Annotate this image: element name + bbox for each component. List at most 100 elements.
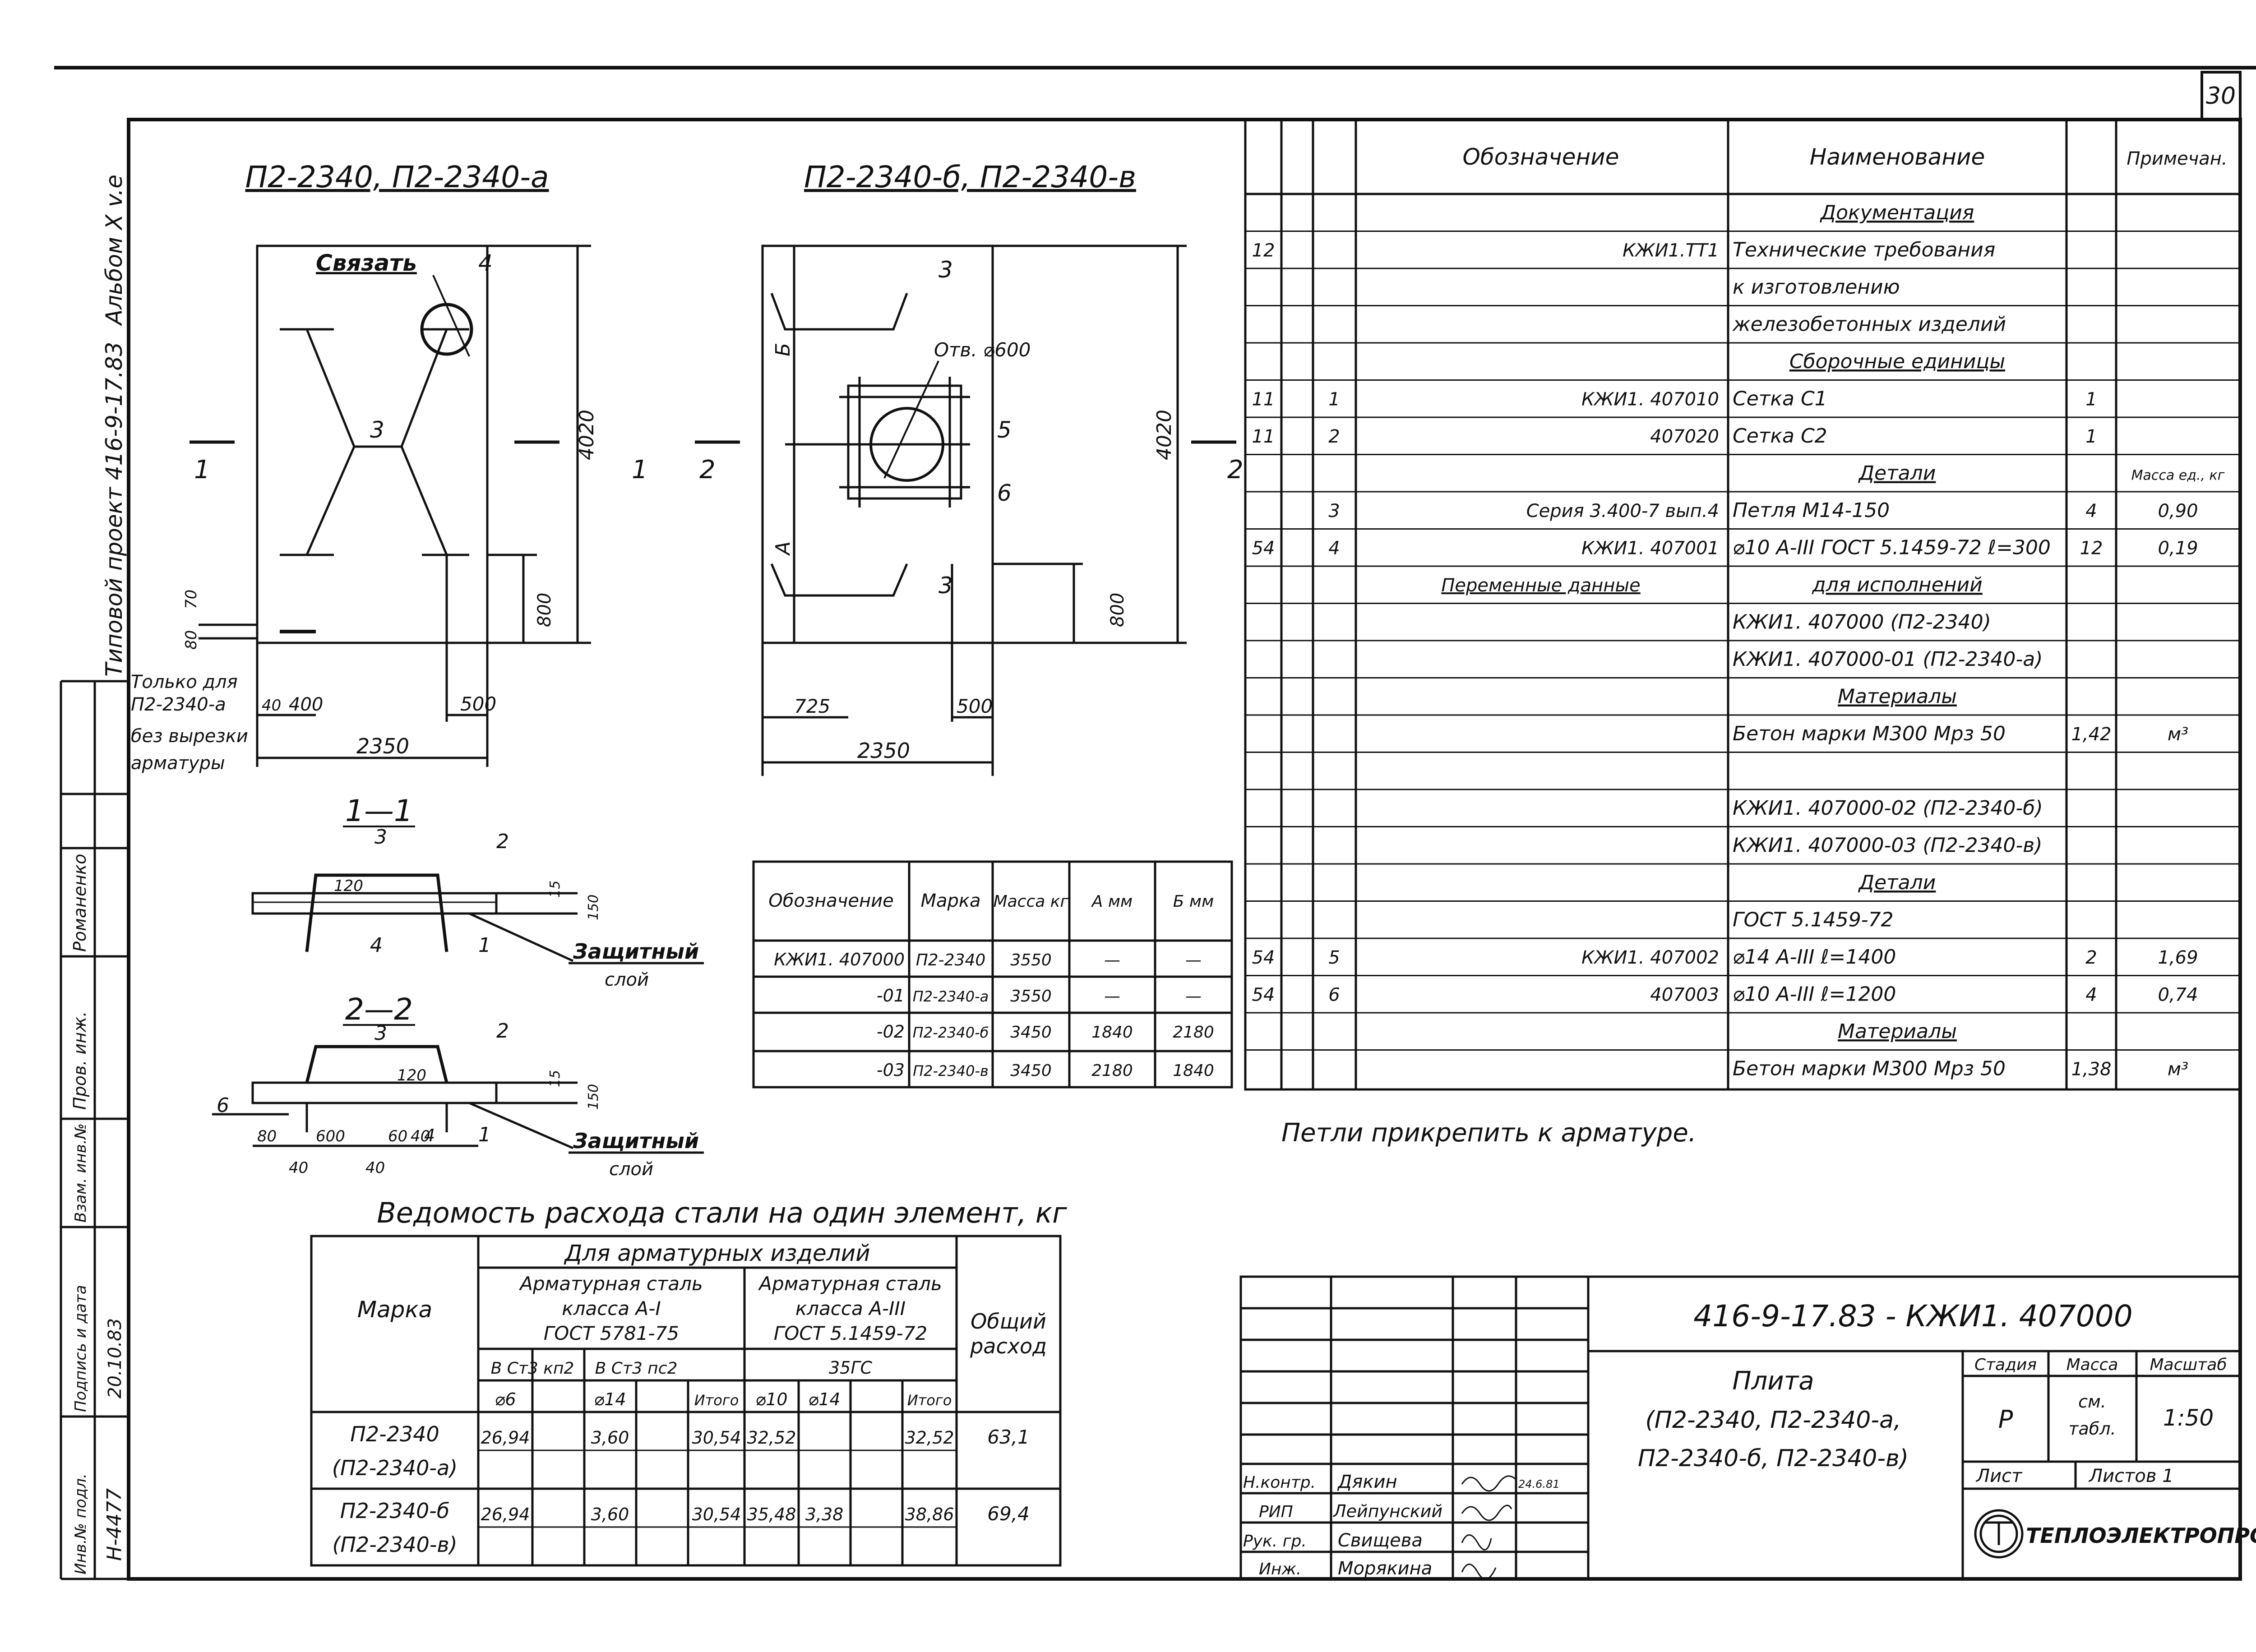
section-2-mark-3: 3 [374, 1022, 387, 1045]
spec-cell: 54 [1252, 985, 1275, 1006]
spec-cell: 6 [1328, 985, 1340, 1006]
plan-right-mark-3-bottom: 3 [938, 572, 953, 599]
spec-cell: Переменные данные [1441, 575, 1640, 596]
steel-total-2: расход [970, 1334, 1047, 1358]
sidebar-sign-date: Подпись и дата [72, 1285, 90, 1412]
spec-cell: Материалы [1838, 1020, 1957, 1043]
steel-sub1b: В Ст3 пс2 [595, 1359, 678, 1378]
plan-right-dim-B: Б [772, 343, 795, 356]
spec-cell: КЖИ1. 407000-01 (П2-2340-а) [1733, 648, 2043, 671]
staff-rows: Н.контр. Дякин 24.6.81 РИП Лейпунский Ру… [1243, 1472, 1560, 1579]
title-org: ТЕПЛОЭЛЕКТРОПРОЕКТ [2026, 1523, 2256, 1548]
section-2-dim-80: 80 [257, 1127, 277, 1145]
table-cell: 35,48 [747, 1504, 796, 1524]
section-2-dim-150: 150 [586, 1084, 601, 1110]
staff-role: Рук. гр. [1243, 1532, 1307, 1550]
plan-view-right: П2-2340-б, П2-2340-в [695, 160, 1244, 776]
spec-cell: Технические требования [1733, 239, 1995, 262]
spec-cell: м³ [2168, 1059, 2188, 1080]
steel-total-1: Общий [971, 1309, 1046, 1334]
plan-left-dim-40: 40 [262, 697, 281, 715]
table-cell: 63,1 [987, 1426, 1030, 1448]
sidebar-inv-replace: Взам. инв.№ [72, 1123, 90, 1223]
spec-cell: КЖИ1. 407000-02 (П2-2340-б) [1733, 797, 2043, 820]
spec-cell: 11 [1252, 389, 1275, 410]
spec-cell: 54 [1252, 538, 1275, 559]
table-cell: ⌀14 [808, 1389, 840, 1409]
sidebar-project: Типовой проект 416-9-17.83 [101, 342, 127, 677]
section-2-title: 2—2 [345, 992, 413, 1027]
plan-left-mark-4: 4 [478, 250, 493, 276]
table-cell: 3450 [1010, 1061, 1052, 1080]
spec-cell: м³ [2168, 724, 2188, 745]
spec-cell: Бетон марки М300 Мрз 50 [1733, 1057, 2006, 1080]
title-scale: 1:50 [2163, 1405, 2214, 1431]
plan-left-dim-800: 800 [534, 593, 555, 627]
sidebar-inv-orig-value: Н-4477 [103, 1488, 126, 1561]
title-name-2: (П2-2340, П2-2340-а, [1645, 1407, 1901, 1434]
plan-left-note-1: Только для [131, 672, 238, 692]
title-code: 416-9-17.83 - КЖИ1. 407000 [1693, 1299, 2133, 1334]
table-cell: Итого [907, 1392, 952, 1409]
section-1-title: 1—1 [345, 794, 413, 828]
table-cell: П2-2340 [350, 1422, 439, 1446]
table-cell: — [1185, 951, 1202, 969]
spec-cell: 407020 [1650, 426, 1719, 447]
steel-class3-3: ГОСТ 5.1459-72 [774, 1322, 927, 1344]
spec-cell: 2 [2085, 947, 2097, 968]
spec-cell: 11 [1252, 426, 1275, 447]
spec-cell: 12 [2080, 538, 2103, 559]
spec-grid [1245, 231, 2240, 1051]
staff-role: РИП [1259, 1503, 1293, 1521]
table-cell: 30,54 [692, 1504, 741, 1524]
section-2-label-2: слой [609, 1159, 653, 1180]
spec-cell: 0,19 [2158, 538, 2198, 559]
staff-name: Лейпунский [1332, 1501, 1442, 1521]
steel-table: Ведомость расхода стали на один элемент,… [310, 1196, 1067, 1567]
org-logo-icon [1974, 1509, 2024, 1559]
section-2-mark-1: 1 [478, 1123, 491, 1146]
plan-left-dim-500: 500 [460, 693, 496, 715]
section-1-label-2: слой [605, 969, 649, 990]
variants-h-mark: Марка [920, 891, 980, 911]
steel-sub3: 35ГС [829, 1358, 873, 1378]
steel-class1-1: Арматурная сталь [518, 1273, 703, 1295]
staff-role: Инж. [1259, 1560, 1301, 1578]
spec-cell: КЖИ1. 407000-03 (П2-2340-в) [1733, 834, 2042, 857]
variants-rows: КЖИ1. 407000 П2-2340 3550 — — -01 П2-234… [774, 950, 1214, 1080]
table-cell: — [1104, 987, 1120, 1006]
title-stage-label: Стадия [1974, 1356, 2037, 1374]
plan-left-dim-80: 80 [182, 630, 200, 650]
steel-col-mark: Марка [357, 1297, 432, 1323]
section-1-mark-2: 2 [496, 830, 509, 853]
table-cell: — [1104, 951, 1120, 969]
variants-h-A: А мм [1091, 892, 1133, 911]
steel-row-1: П2-2340 (П2-2340-а) 26,94 3,60 30,54 32,… [332, 1422, 1030, 1480]
section-2-mark-2: 2 [496, 1020, 509, 1043]
table-cell: КЖИ1. 407000 [774, 950, 905, 969]
staff-date: 24.6.81 [1518, 1478, 1560, 1490]
plan-right-mark-3-top: 3 [938, 257, 953, 283]
plan-left-note-2: П2-2340-а [131, 694, 226, 715]
staff-name: Свищева [1338, 1530, 1423, 1551]
table-cell: 3550 [1010, 987, 1052, 1006]
table-cell: 26,94 [481, 1504, 530, 1524]
spec-cell: Детали [1858, 871, 1936, 894]
spec-cell: 1 [1328, 389, 1340, 410]
section-1-dim-120: 120 [334, 877, 363, 895]
plan-left-mark-3: 3 [370, 417, 384, 443]
title-mass-2: табл. [2068, 1419, 2116, 1439]
sidebar-inv-orig: Инв.№ подл. [72, 1473, 90, 1574]
title-mass-label: Масса [2066, 1356, 2118, 1374]
spec-cell: 1 [2085, 426, 2097, 447]
sidebar-role-2: Романенко [70, 854, 90, 952]
spec-cell: 1,69 [2158, 947, 2198, 968]
table-cell: Итого [694, 1392, 739, 1409]
variants-h-mass: Масса кг [994, 892, 1069, 911]
plan-right-mark-6: 6 [997, 480, 1012, 506]
plan-left-dim-400: 400 [289, 694, 323, 715]
section-1-mark-3: 3 [374, 826, 387, 849]
table-cell: 32,52 [747, 1428, 796, 1448]
section-2-dim-120: 120 [397, 1066, 426, 1084]
